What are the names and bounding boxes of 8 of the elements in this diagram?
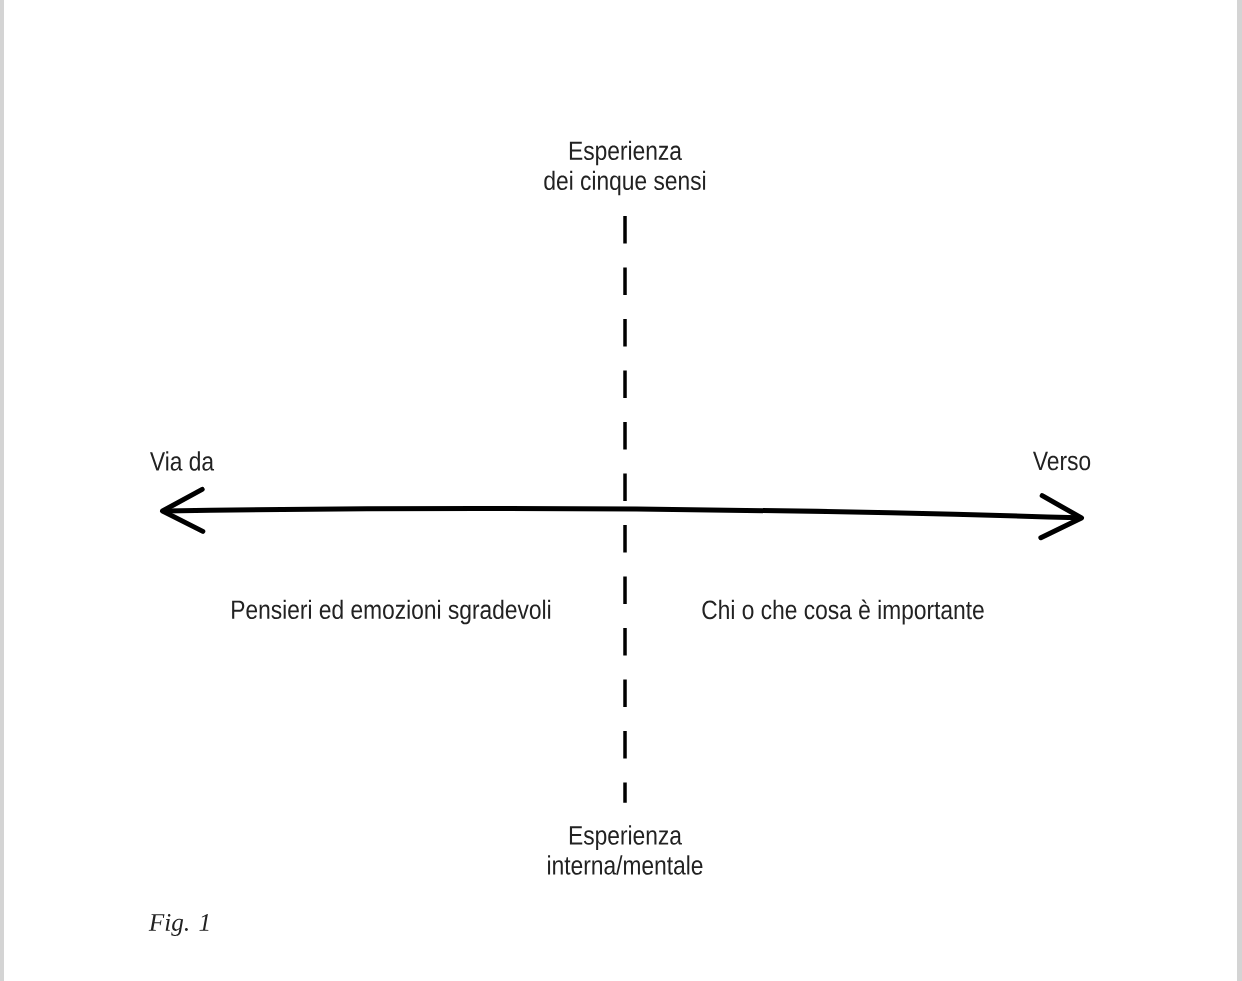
figure-caption: Fig. 1	[148, 914, 209, 937]
direction-label: Verso	[1033, 451, 1091, 471]
axis-label: Esperienza interna/mentale	[548, 825, 703, 875]
direction-label: Via da	[150, 451, 215, 471]
quadrant-label: Chi o che cosa è importante	[702, 599, 984, 625]
axis-label: Esperienza dei cinque sensi	[544, 140, 706, 196]
quadrant-label: Pensieri ed emozioni sgradevoli	[232, 599, 551, 625]
dashed-line	[623, 215, 627, 803]
